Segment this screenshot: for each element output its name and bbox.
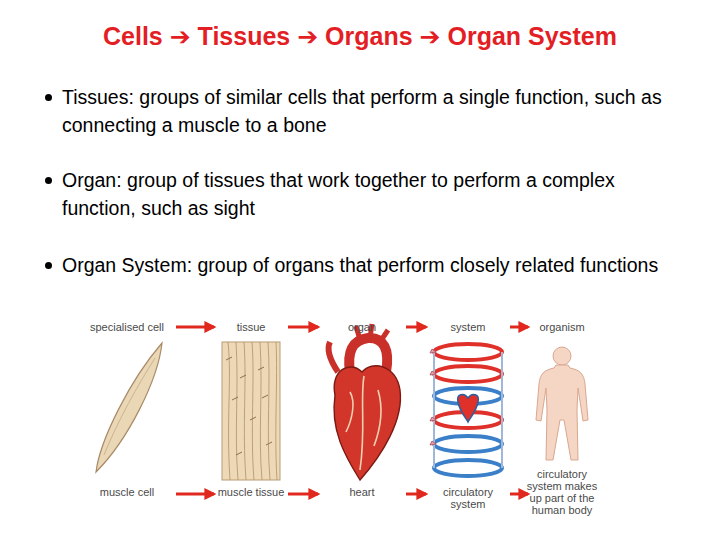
flow-arrow	[406, 493, 426, 496]
blue-loop	[434, 460, 502, 476]
tissue-fibres	[228, 342, 277, 480]
main-vessels	[434, 352, 502, 468]
example-label: heart	[316, 486, 408, 498]
muscle-tissue-drawing	[222, 342, 280, 480]
bullet-text: Tissues: groups of similar cells that pe…	[62, 83, 687, 139]
stage-label: system	[424, 321, 512, 333]
tissue-nuclei	[226, 357, 272, 455]
human-body-drawing	[536, 347, 588, 460]
bullet-dot	[45, 94, 52, 101]
flow-arrow	[288, 326, 318, 329]
red-loop	[434, 344, 502, 360]
example-label: muscle tissue	[212, 486, 290, 498]
circulatory-system-drawing	[430, 344, 502, 476]
stage-column: tissuemuscle tissue	[218, 318, 284, 514]
stage-column: specialised cellmuscle cell	[82, 318, 172, 514]
heart-drawing	[328, 324, 400, 480]
flow-arrow	[176, 326, 214, 329]
stage-label: tissue	[212, 321, 290, 333]
coronary-vessels	[346, 376, 381, 470]
red-loop	[434, 366, 502, 382]
muscle-cell-drawing	[96, 343, 162, 472]
slide-title: Cells ➔ Tissues ➔ Organs ➔ Organ System	[0, 22, 720, 51]
tissue-block	[222, 342, 280, 480]
cell-shade	[104, 358, 155, 455]
stage-label: specialised cell	[76, 321, 178, 333]
vena-cava	[328, 342, 338, 372]
capillaries	[430, 349, 436, 445]
head	[553, 347, 571, 365]
example-label: muscle cell	[76, 486, 178, 498]
stage-label: organ	[316, 321, 408, 333]
blue-loop	[434, 436, 502, 452]
stage-column: systemcirculatory system	[430, 318, 506, 514]
example-label: circulatory system	[424, 486, 512, 510]
flow-arrow	[510, 326, 528, 329]
muscle-cell-shape	[96, 343, 162, 472]
flow-arrow	[406, 326, 426, 329]
flow-arrow	[510, 493, 528, 496]
stage-column: organismcirculatory system makes up part…	[532, 318, 592, 536]
example-label: circulatory system makes up part of the …	[526, 468, 598, 516]
stage-column: organheart	[322, 318, 402, 514]
bullet-text: Organ System: group of organs that perfo…	[62, 251, 687, 279]
flow-arrow	[288, 493, 318, 496]
flow-arrow	[176, 493, 214, 496]
heart-body	[334, 366, 400, 480]
body	[536, 365, 588, 460]
system-heart	[458, 395, 479, 422]
bullet-text: Organ: group of tissues that work togeth…	[62, 166, 687, 222]
bullet-dot	[45, 177, 52, 184]
bullet-dot	[45, 262, 52, 269]
stage-label: organism	[526, 321, 598, 333]
